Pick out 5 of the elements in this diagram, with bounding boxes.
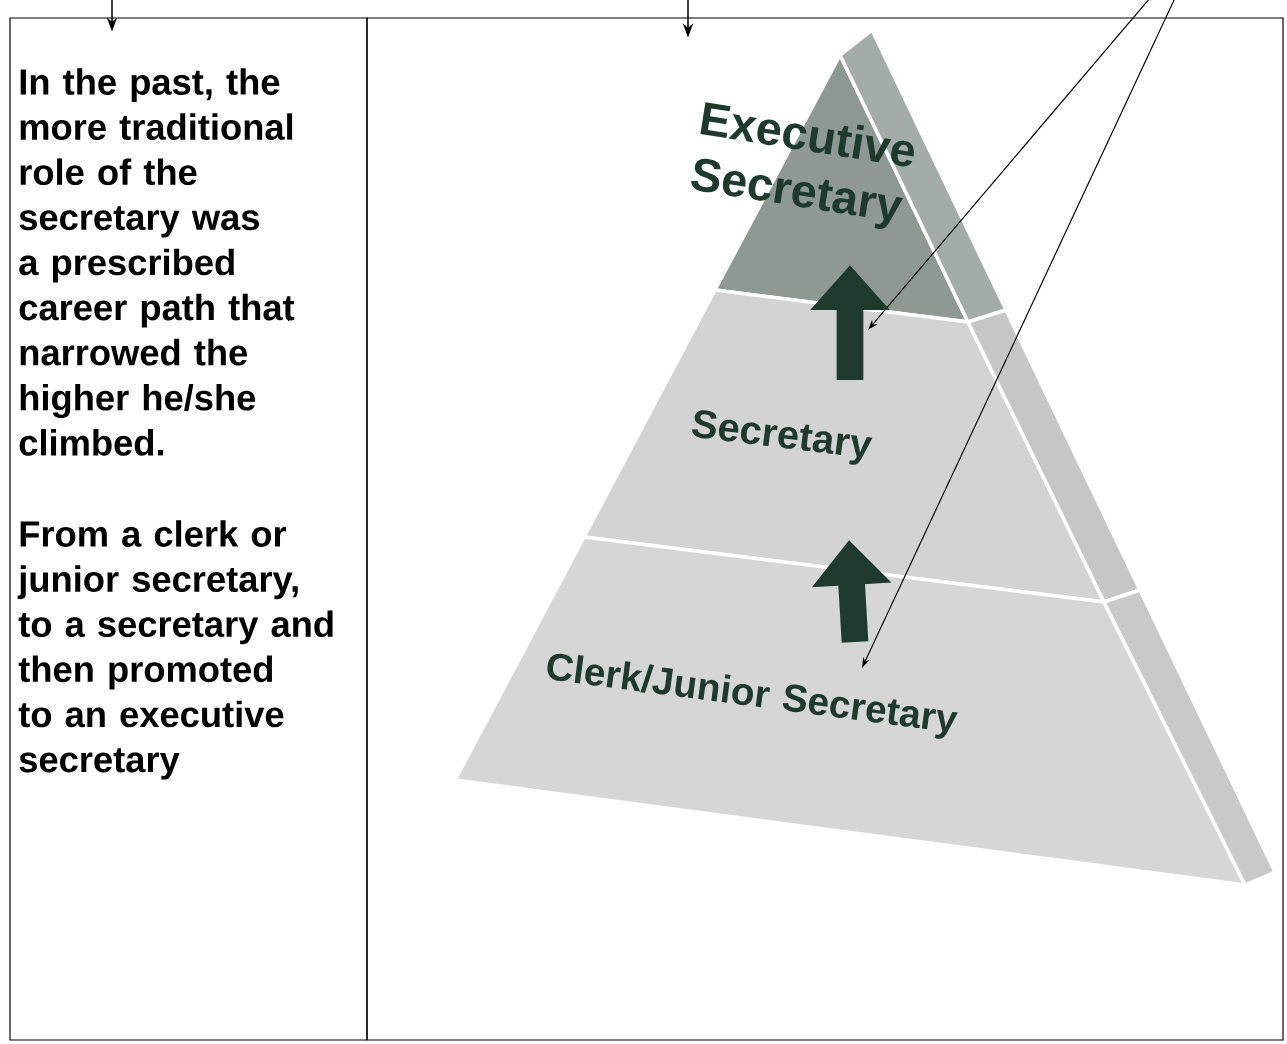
table-cell — [366, 17, 1284, 1041]
pyramid-tier: Clerk/Junior Secretary — [452, 535, 1278, 888]
leader-arrow — [868, 0, 1151, 330]
text-cell: In the past, the more traditional role of the secretary was a prescribed career path that narrowed the higher he/she climbed. From a clerk or junior secretary, to a secretary and then promoted to an executive secretary — [9, 17, 368, 1041]
node-label: Clerk/Junior Secretary — [547, 653, 958, 739]
